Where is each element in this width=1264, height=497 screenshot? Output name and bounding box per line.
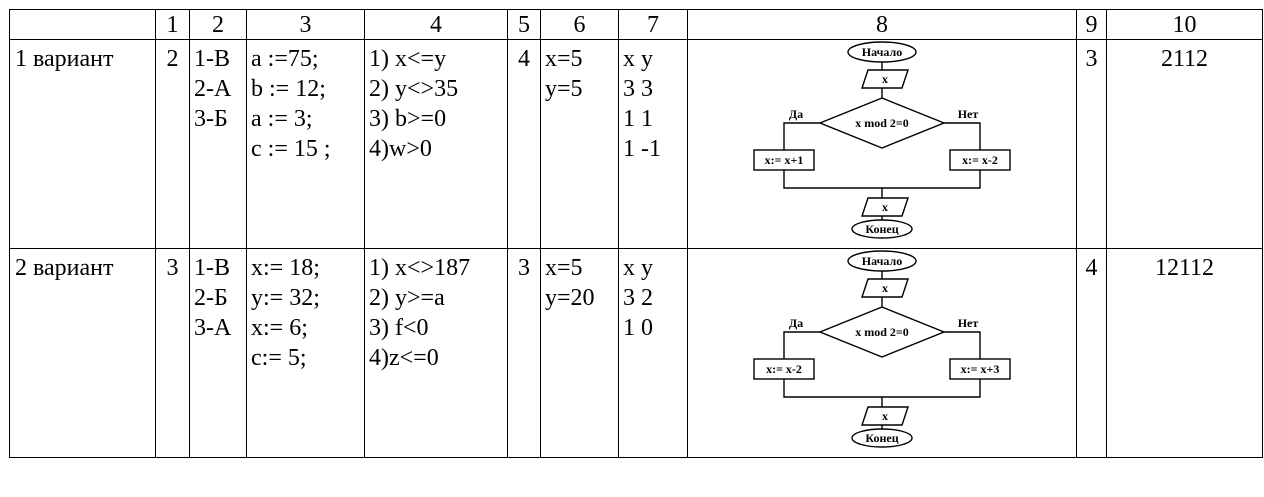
flowchart-end-terminal [851,428,913,448]
answer-9: 4 [1076,248,1107,458]
cell-line: 1-В [194,46,230,72]
header-cell: 2 [189,9,247,40]
flowchart-yes-label: Да [789,316,803,330]
flowchart-output-block [861,406,909,426]
cell-line: x:= 18; [251,255,320,281]
flowchart-diagram: Начало x x mod 2=0 Да Нет x:= x-2 x:= x+3 xКоне… [753,250,1011,448]
header-cell: 5 [507,9,541,40]
cell-line: y=20 [545,285,595,311]
answer-1: 3 [155,248,190,458]
answer-6: x=5 y=20 [540,248,619,458]
header-cell: 10 [1106,9,1263,40]
cell-line: 1 -1 [623,136,661,162]
header-cell [9,9,156,40]
cell-line: 2) y>=a [369,285,445,311]
flowchart-end-label: Конец [865,431,898,445]
cell-line: 3 2 [623,285,653,311]
header-cell: 7 [618,9,688,40]
header-cell: 6 [540,9,619,40]
answer-3: a :=75; b := 12; a := 3; c := 15 ; [246,39,365,249]
cell-line: 4)w>0 [369,136,432,162]
header-row: 1 2 3 4 5 6 7 8 9 10 [9,9,1263,40]
answer-3: x:= 18; y:= 32; x:= 6; c:= 5; [246,248,365,458]
header-cell: 9 [1076,9,1107,40]
flowchart-end-terminal [851,219,913,239]
cell-line: 1) x<>187 [369,255,471,281]
cell-line: 3-А [194,315,232,341]
flowchart-condition-diamond [818,306,946,358]
cell-line: 3-Б [194,106,228,132]
answer-7: x y 3 3 1 1 1 -1 [618,39,688,249]
flowchart-input-label: x [882,281,888,295]
flowchart-condition-label: x mod 2=0 [855,116,909,130]
cell-line: a :=75; [251,46,319,72]
cell-line: 1-В [194,255,230,281]
cell-line: b := 12; [251,76,326,102]
variant-label: 1 вариант [9,39,156,249]
cell-line: c := 15 ; [251,136,331,162]
answer-10: 2112 [1106,39,1263,249]
flowchart-input-block [861,69,909,89]
flowchart-yes-action-label: x:= x+1 [765,153,804,167]
header-cell: 1 [155,9,190,40]
flowchart-yes-label: Да [789,107,803,121]
flowchart-start-label: Начало [862,45,902,59]
flowchart-no-label: Нет [958,316,979,330]
cell-line: y=5 [545,76,583,102]
flowchart-condition-diamond [818,97,946,149]
flowchart-start-label: Начало [862,254,902,268]
header-cell: 8 [687,9,1077,40]
cell-line: 4)z<=0 [369,345,439,371]
header-cell: 3 [246,9,365,40]
cell-line: x:= 6; [251,315,308,341]
answer-1: 2 [155,39,190,249]
answer-4: 1) x<=y 2) y<>35 3) b>=0 4)w>0 [364,39,508,249]
flowchart-output-label: x [882,409,888,423]
cell-line: x=5 [545,255,583,281]
cell-line: 2-А [194,76,232,102]
cell-line: c:= 5; [251,345,307,371]
cell-line: 3) f<0 [369,315,429,341]
cell-line: 1) x<=y [369,46,447,72]
answer-10: 12112 [1106,248,1263,458]
flowchart-no-action-label: x:= x-2 [962,153,998,167]
cell-line: 3) b>=0 [369,106,447,132]
flowchart-end-label: Конец [865,222,898,236]
cell-line: 1 0 [623,315,653,341]
flowchart-output-block [861,197,909,217]
answer-2: 1-В 2-А 3-Б [189,39,247,249]
answer-7: x y 3 2 1 0 [618,248,688,458]
flowchart-output-label: x [882,200,888,214]
cell-line: a := 3; [251,106,313,132]
flowchart-input-label: x [882,72,888,86]
flowchart-input-block [861,278,909,298]
flowchart-yes-action-label: x:= x-2 [766,362,802,376]
answer-5: 4 [507,39,541,249]
variant-label: 2 вариант [9,248,156,458]
cell-line: 2-Б [194,285,228,311]
header-cell: 4 [364,9,508,40]
cell-line: 1 1 [623,106,653,132]
answer-9: 3 [1076,39,1107,249]
flowchart-condition-label: x mod 2=0 [855,325,909,339]
cell-line: y:= 32; [251,285,320,311]
cell-line: x=5 [545,46,583,72]
cell-line: x y [623,46,653,72]
answer-4: 1) x<>187 2) y>=a 3) f<0 4)z<=0 [364,248,508,458]
flowchart-no-action-label: x:= x+3 [961,362,1000,376]
flowchart-diagram: Начало x x mod 2=0 Да Нет x:= x+1 x:= x-2 xКоне… [753,41,1011,239]
cell-line: 2) y<>35 [369,76,459,102]
flowchart-no-label: Нет [958,107,979,121]
cell-line: 3 3 [623,76,653,102]
cell-line: x y [623,255,653,281]
answer-2: 1-В 2-Б 3-А [189,248,247,458]
answer-5: 3 [507,248,541,458]
